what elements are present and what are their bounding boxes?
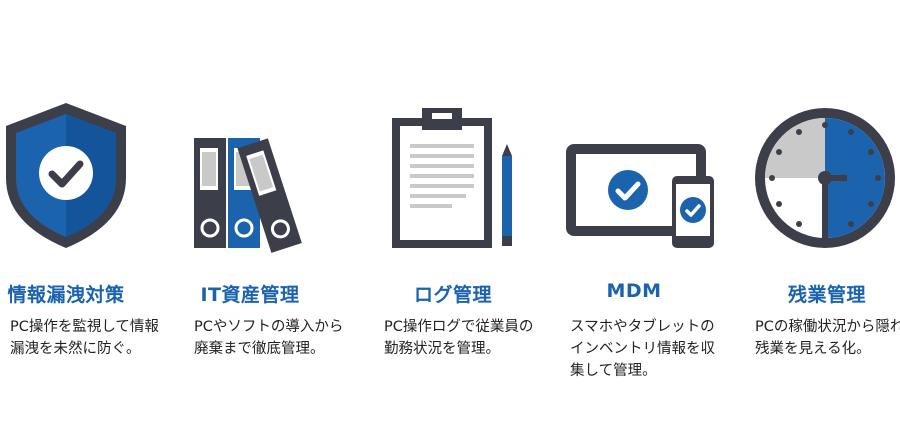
feature-info-leak: 情報漏洩対策 PC操作を監視して情報漏洩を未然に防ぐ。 bbox=[0, 0, 159, 440]
devices-icon bbox=[548, 98, 728, 258]
feature-it-asset: IT資産管理 PCやソフトの導入から廃棄まで徹底管理。 bbox=[176, 0, 356, 440]
feature-description: スマホやタブレットのインベントリ情報を収集して管理。 bbox=[570, 319, 715, 379]
feature-mdm: MDM スマホやタブレットのインベントリ情報を収集して管理。 bbox=[548, 0, 728, 440]
feature-title: 情報漏洩対策 bbox=[7, 284, 125, 306]
clock-icon bbox=[735, 98, 900, 258]
feature-title: ログ管理 bbox=[413, 284, 492, 306]
feature-description: PC操作ログで従業員の勤務状況を管理。 bbox=[384, 319, 534, 357]
feature-overtime: 残業管理 PCの稼働状況から隠れ残業を見える化。 bbox=[735, 0, 900, 440]
binders-icon bbox=[176, 98, 356, 258]
feature-description: PCやソフトの導入から廃棄まで徹底管理。 bbox=[194, 319, 344, 357]
feature-log: ログ管理 PC操作ログで従業員の勤務状況を管理。 bbox=[366, 0, 546, 440]
shield-check-icon bbox=[0, 98, 156, 258]
feature-title: MDM bbox=[606, 280, 662, 302]
feature-title: 残業管理 bbox=[787, 284, 866, 306]
feature-title: IT資産管理 bbox=[200, 284, 300, 306]
clipboard-icon bbox=[366, 98, 546, 258]
feature-description: PCの稼働状況から隠れ残業を見える化。 bbox=[755, 319, 900, 357]
feature-description: PC操作を監視して情報漏洩を未然に防ぐ。 bbox=[10, 319, 159, 357]
